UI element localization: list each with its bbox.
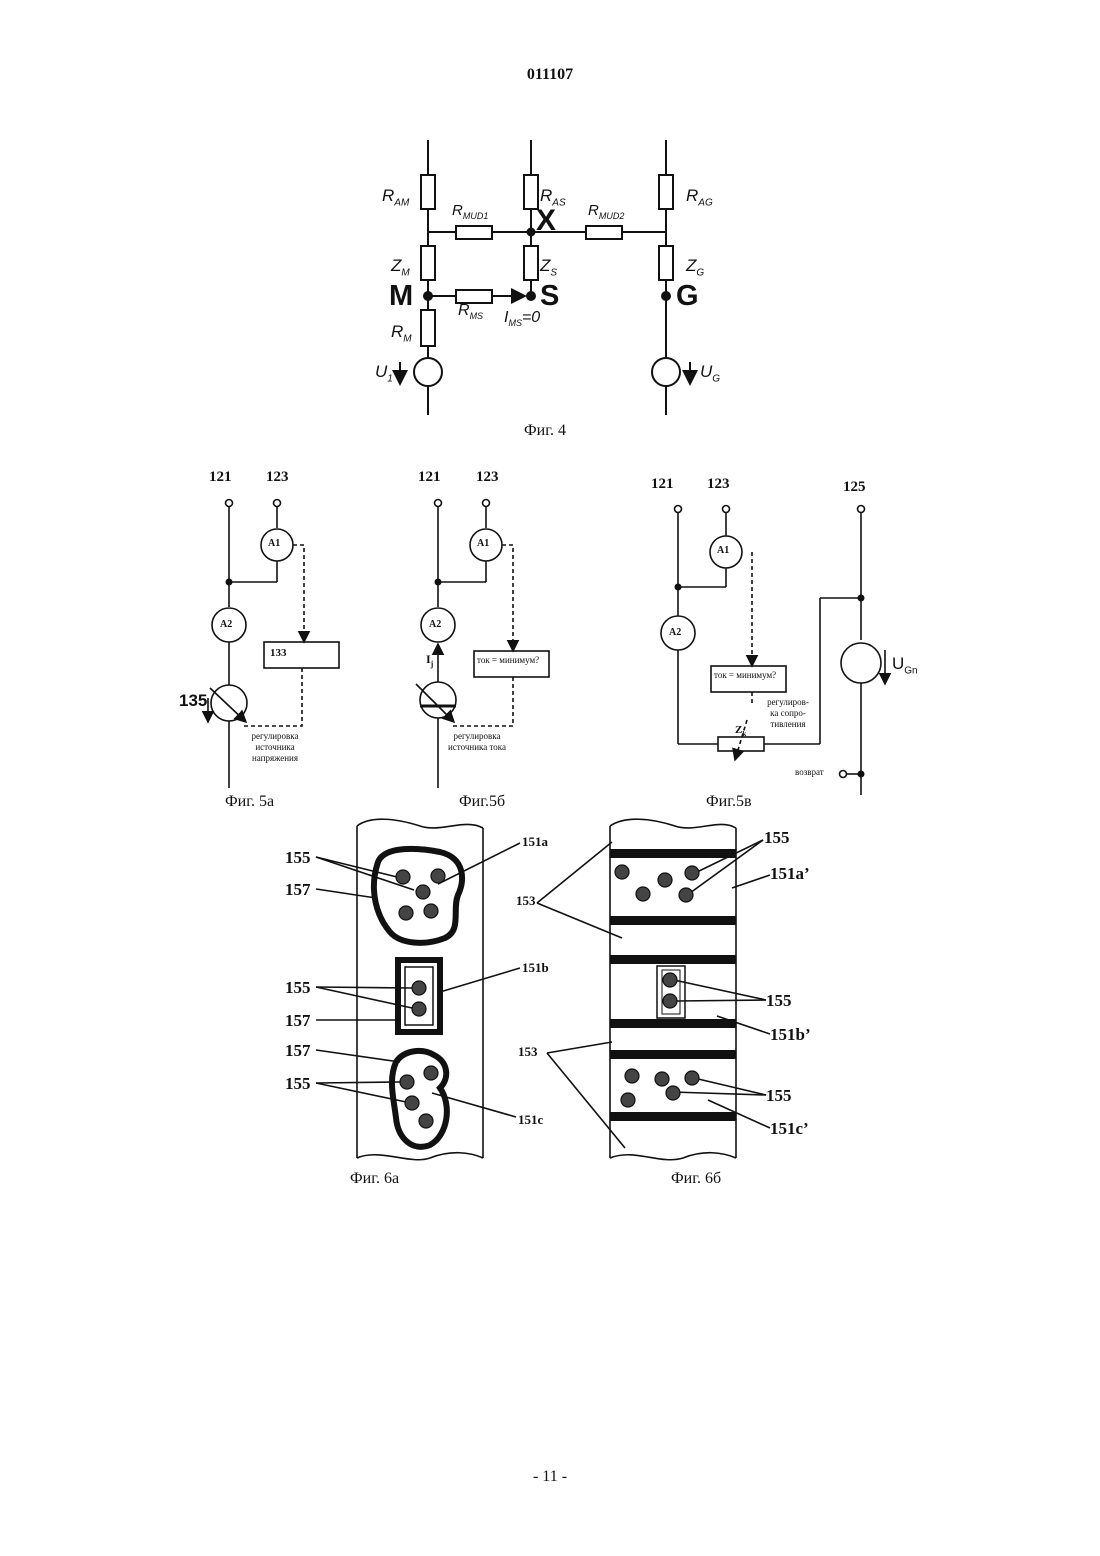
fig5c-impedance-zk: Zk	[735, 724, 746, 738]
figure-6b-pipe	[537, 819, 770, 1160]
label-ug: UG	[700, 362, 720, 384]
fig5c-ammeter-a1: A1	[717, 545, 729, 556]
fig6a-label-151c: 151c	[518, 1112, 543, 1128]
fig5a-node	[226, 579, 233, 586]
label-r-mud1: RMUD1	[452, 202, 488, 221]
fig5b-decision-box: ток = минимум?	[477, 655, 539, 665]
fig5b-terminal-123: 123	[476, 469, 499, 486]
label-r-m: RM	[391, 322, 412, 344]
fig6b-label-151a: 151a’	[770, 864, 810, 884]
fig6b-label-155-a: 155	[764, 828, 790, 848]
fig5c-ammeter-a2: A2	[669, 627, 681, 638]
fig6b-label-155-c: 155	[766, 1086, 792, 1106]
fig6b-label-153-b: 153	[518, 1044, 538, 1060]
label-x: X	[536, 204, 556, 238]
figure-5a-caption: Фиг. 5a	[225, 793, 274, 811]
fig6a-label-155-a: 155	[285, 848, 311, 868]
fig6a-label-157-c: 157	[285, 1041, 311, 1061]
label-i-ms: IMS=0	[504, 309, 540, 328]
label-r-mud2: RMUD2	[588, 202, 624, 221]
label-z-m: ZM	[391, 256, 410, 278]
label-z-s: ZS	[540, 256, 557, 278]
label-r-ms: RMS	[458, 302, 483, 321]
fig5b-node	[435, 579, 442, 586]
fig6a-label-157-b: 157	[285, 1011, 311, 1031]
fig6b-label-151c: 151c’	[770, 1119, 809, 1139]
fig5b-ammeter-a2: A2	[429, 619, 441, 630]
label-u1: U1	[375, 362, 393, 384]
fig5a-ammeter-a2: A2	[220, 619, 232, 630]
fig5a-terminal-123: 123	[266, 469, 289, 486]
fig5a-source-135: 135	[179, 691, 207, 711]
fig6a-label-155-c: 155	[285, 1074, 311, 1094]
fig5c-nodes	[675, 584, 865, 778]
fig6a-label-155-b: 155	[285, 978, 311, 998]
label-r-am: RAM	[382, 186, 409, 208]
figure-5c-circuit	[661, 506, 885, 796]
fig5c-terminal-121: 121	[651, 476, 674, 493]
fig5a-box-133: 133	[270, 647, 287, 659]
fig6a-label-151b: 151b	[522, 960, 549, 976]
figure-4-caption: Фиг. 4	[524, 422, 566, 440]
fig5c-terminal-123: 123	[707, 476, 730, 493]
fig5b-terminal-121: 121	[418, 469, 441, 486]
fig5a-note: регулировкаисточниканапряжения	[240, 731, 310, 764]
figure-5c-caption: Фиг.5в	[706, 793, 752, 811]
fig5b-ammeter-a1: A1	[477, 538, 489, 549]
figure-5b-caption: Фиг.5б	[459, 793, 505, 811]
page-footer: - 11 -	[0, 1468, 1100, 1486]
node-m-label: M	[389, 280, 413, 313]
fig5b-note: регулировкаисточника тока	[446, 731, 508, 753]
fig5c-decision-box: ток = минимум?	[714, 670, 776, 680]
fig6a-label-151a: 151a	[522, 834, 548, 850]
fig5c-terminal-125: 125	[843, 479, 866, 496]
fig5a-ammeter-a1: A1	[268, 538, 280, 549]
label-r-ag: RAG	[686, 186, 713, 208]
node-g-label: G	[676, 280, 699, 313]
fig5a-terminal-121: 121	[209, 469, 232, 486]
figure-6b-caption: Фиг. 6б	[671, 1170, 721, 1188]
fig6b-label-155-b: 155	[766, 991, 792, 1011]
label-z-g: ZG	[686, 256, 704, 278]
node-s-label: S	[540, 280, 559, 313]
fig6b-label-151b: 151b’	[770, 1025, 811, 1045]
fig5b-current-ij: Ij	[426, 652, 433, 668]
fig6b-label-153-a: 153	[516, 893, 536, 909]
fig5c-return: возврат	[795, 767, 824, 777]
fig6a-label-157-a: 157	[285, 880, 311, 900]
figure-6a-caption: Фиг. 6а	[350, 1170, 399, 1188]
fig5c-voltage-ugn: UGn	[892, 654, 918, 676]
fig5c-note: регулиров-ка сопро-тивления	[758, 697, 818, 730]
